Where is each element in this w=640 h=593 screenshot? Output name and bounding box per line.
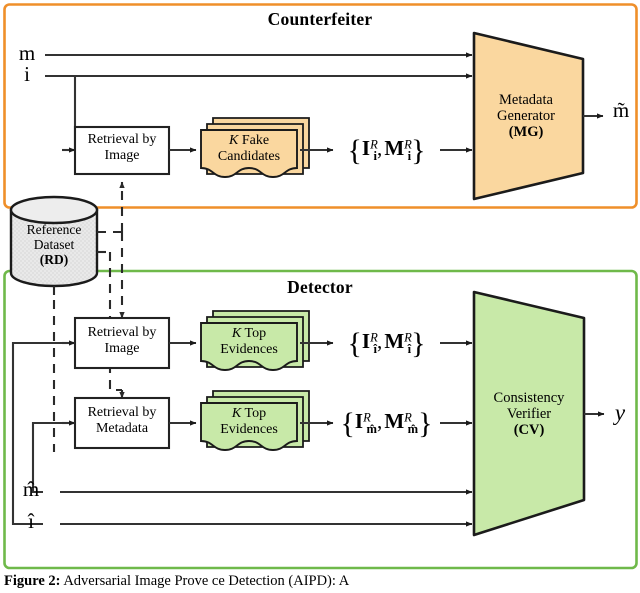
edge-mhat-rail bbox=[31, 421, 68, 494]
top-evidences-doc-stack-metadata bbox=[200, 390, 310, 451]
counterfeiter-retrieval-image-box bbox=[73, 125, 171, 176]
edge-ihat-rail bbox=[11, 341, 68, 526]
fake-candidates-doc-stack bbox=[200, 117, 310, 178]
consistency-verifier-trapezoid bbox=[472, 290, 586, 537]
top-evidences-doc-stack-image bbox=[200, 310, 310, 371]
dashed-trunk2-down bbox=[108, 252, 122, 392]
reference-dataset-cylinder bbox=[9, 195, 99, 288]
detector-retrieval-image-box bbox=[73, 316, 171, 370]
metadata-generator-trapezoid bbox=[472, 31, 585, 201]
detector-retrieval-metadata-box bbox=[73, 396, 171, 450]
